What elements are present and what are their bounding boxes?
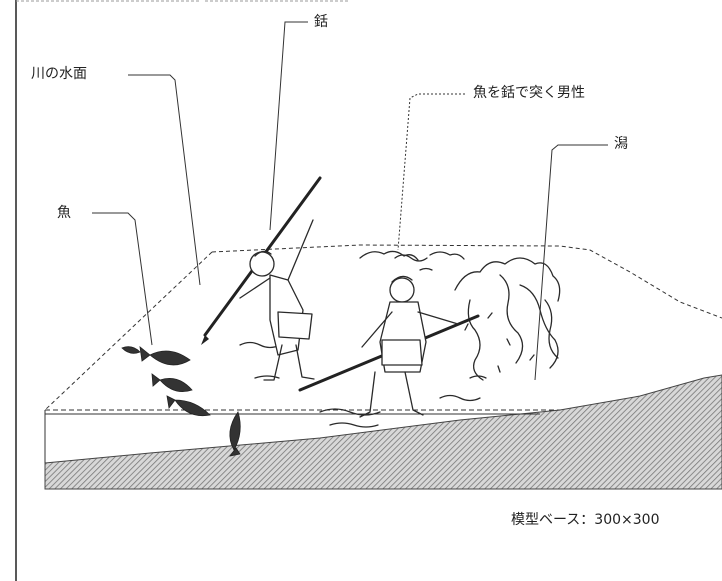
- label-man-spearing-fish: 魚を銛で突く男性: [473, 85, 585, 101]
- leader-spear: [269, 21, 308, 231]
- leader-river-surface: [128, 74, 201, 286]
- spear-man-left: [201, 176, 322, 381]
- label-spear: 銛: [314, 14, 328, 30]
- base-left-edge: [44, 251, 213, 411]
- spear-man-right: [298, 275, 480, 418]
- label-river-surface: 川の水面: [31, 66, 87, 82]
- water-ripples: [239, 254, 487, 428]
- fish-group: [121, 346, 241, 457]
- leader-tidal-flat: [534, 144, 608, 381]
- model-base: [44, 244, 722, 490]
- fish-4: [229, 411, 241, 457]
- leader-lines: [92, 21, 608, 381]
- fish-2: [151, 373, 193, 393]
- spear-left-tip: [201, 335, 209, 345]
- label-tidal-flat: 潟: [614, 136, 628, 152]
- fish-3: [166, 395, 211, 417]
- label-model-base: 模型ベース：300×300: [511, 512, 660, 528]
- leader-fish: [92, 212, 153, 346]
- base-side-hatched: [44, 374, 722, 490]
- fish-5: [121, 346, 141, 354]
- base-top-back-edge: [211, 244, 722, 319]
- tidal-flat-reeds: [359, 250, 561, 381]
- leader-man: [397, 93, 465, 251]
- label-fish: 魚: [57, 205, 71, 221]
- fish-1: [139, 346, 191, 366]
